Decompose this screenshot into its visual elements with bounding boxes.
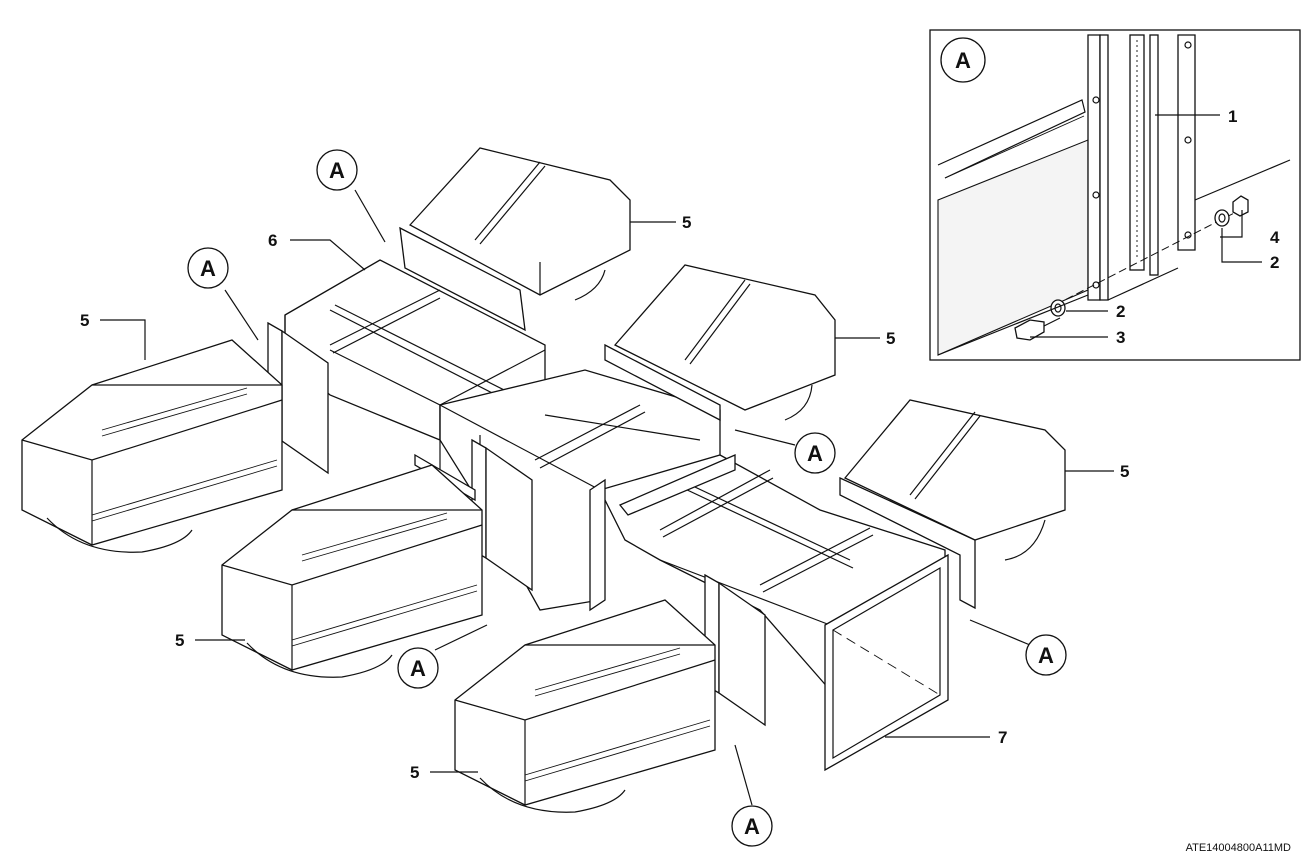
hood-module-right — [843, 399, 1066, 561]
label-part-5-right: 5 — [1120, 462, 1129, 481]
callout-a-lower-left: A — [397, 647, 439, 689]
hood-module-right-upper — [613, 264, 836, 421]
inset-label-part-2-washer-left: 2 — [1116, 302, 1125, 321]
inset-label-part-3-bolt: 3 — [1116, 328, 1125, 347]
label-part-7: 7 — [998, 728, 1007, 747]
label-part-5-bottom: 5 — [410, 763, 419, 782]
callout-a-bottom: A — [731, 805, 773, 847]
label-part-5-right-upper: 5 — [886, 329, 895, 348]
inset-callout-letter: A — [955, 48, 971, 73]
label-part-6: 6 — [268, 231, 277, 250]
svg-text:A: A — [807, 441, 823, 466]
inset-label-part-4: 4 — [1270, 228, 1280, 247]
detail-inset-a: A 1 4 2 2 3 — [929, 29, 1301, 361]
label-part-5-left-lower: 5 — [175, 631, 184, 650]
svg-text:A: A — [200, 256, 216, 281]
main-assembly: A A A A A A 5 6 5 5 5 5 5 7 — [21, 147, 1129, 847]
callout-a-left: A — [187, 247, 229, 289]
inset-label-part-2-washer-right: 2 — [1270, 253, 1279, 272]
label-part-5-upper-center: 5 — [682, 213, 691, 232]
label-part-5-left: 5 — [80, 311, 89, 330]
svg-text:A: A — [410, 656, 426, 681]
outlet-frame-part-7 — [824, 553, 949, 772]
callout-a-center-right: A — [794, 432, 836, 474]
svg-text:A: A — [329, 158, 345, 183]
hood-module-left — [21, 339, 283, 553]
svg-text:A: A — [744, 814, 760, 839]
hood-module-left-lower — [221, 464, 483, 678]
hood-module-upper-center — [408, 147, 631, 301]
callout-a-lower-right: A — [1025, 634, 1067, 676]
svg-text:A: A — [1038, 643, 1054, 668]
hood-module-bottom — [454, 599, 716, 813]
callout-a-top: A — [316, 149, 358, 191]
document-id: ATE14004800A11MD — [1185, 842, 1291, 854]
inset-label-part-1: 1 — [1228, 107, 1237, 126]
